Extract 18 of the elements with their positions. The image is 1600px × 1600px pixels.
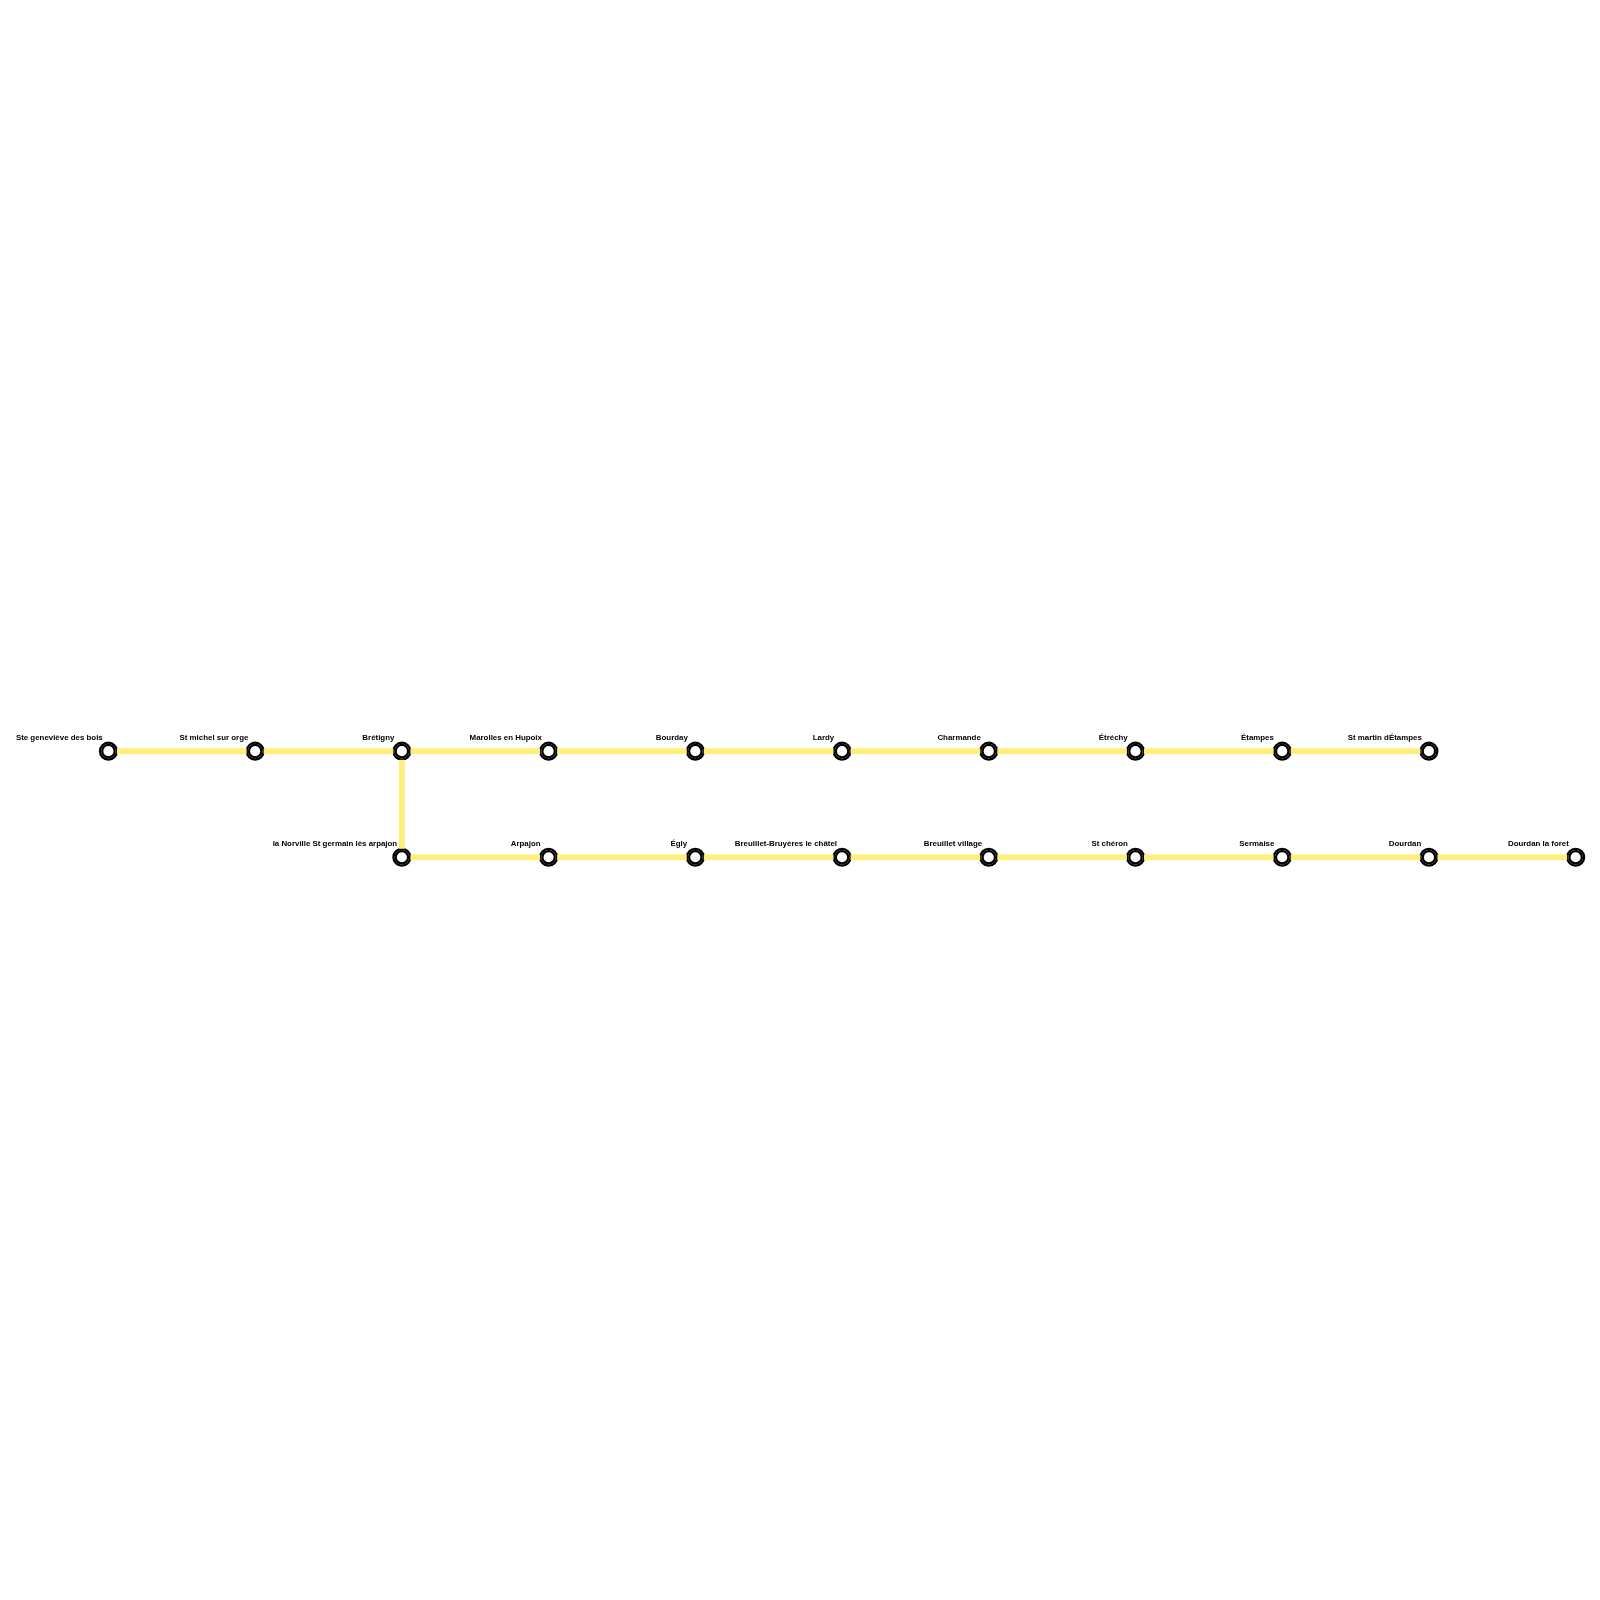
connector xyxy=(850,854,981,861)
connector xyxy=(1290,748,1421,754)
connector xyxy=(997,854,1127,861)
connector xyxy=(1144,748,1274,754)
connector xyxy=(1290,854,1421,861)
connector xyxy=(997,748,1127,754)
connector xyxy=(410,748,541,754)
connector xyxy=(1144,854,1274,861)
connector xyxy=(263,748,394,754)
connector xyxy=(116,748,247,754)
connector xyxy=(703,748,834,754)
connector xyxy=(557,854,687,861)
connector xyxy=(410,854,541,861)
connector xyxy=(557,748,687,754)
connector xyxy=(1437,854,1568,861)
connector xyxy=(850,748,981,754)
connector xyxy=(399,759,405,849)
connector xyxy=(703,854,834,861)
